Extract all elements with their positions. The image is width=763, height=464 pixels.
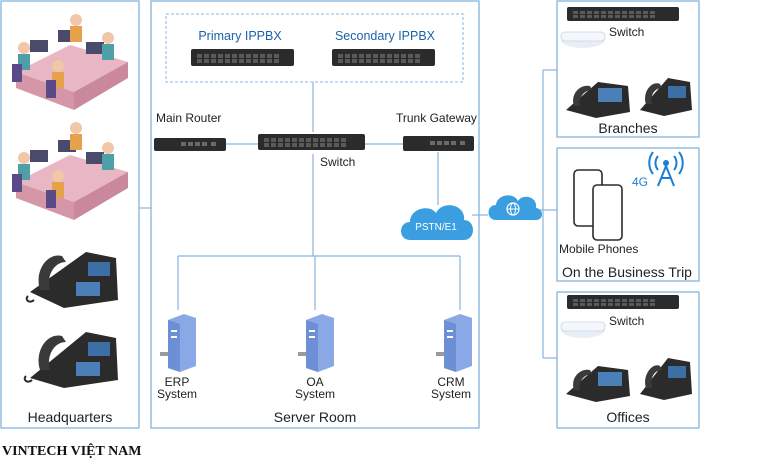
mobile-phones-label: Mobile Phones <box>559 242 638 256</box>
footer-brand: VINTECH VIỆT NAM <box>2 444 142 459</box>
connection-lines <box>139 69 557 359</box>
secondary-ippbx-label: Secondary IPPBX <box>335 29 436 43</box>
primary-ippbx-label: Primary IPPBX <box>198 29 282 43</box>
4g-antenna-icon <box>648 151 684 187</box>
crm-label-line2: System <box>431 387 471 401</box>
secondary-ippbx-device <box>332 49 435 66</box>
desk-phone-icon-hq-bottom <box>23 332 118 388</box>
primary-ippbx-device <box>191 49 294 66</box>
office-switch-device <box>567 295 679 309</box>
mobile-phone-icon-front <box>592 184 623 241</box>
desk-phone-icon-branch-left <box>566 82 630 118</box>
offices-title: Offices <box>606 409 649 425</box>
trunk-gateway-label: Trunk Gateway <box>396 111 477 125</box>
oa-label-line2: System <box>295 387 335 401</box>
offices-panel <box>556 291 700 429</box>
branch-switch-label: Switch <box>609 25 644 39</box>
main-router-device <box>154 138 226 151</box>
branches-panel <box>556 0 700 138</box>
office-router-icon <box>560 321 606 338</box>
business-trip-panel <box>556 147 700 282</box>
office-workers-illustration-bottom <box>12 122 128 220</box>
erp-server-icon <box>160 314 196 372</box>
core-switch-label: Switch <box>320 155 355 169</box>
oa-label-line1: OA <box>306 375 323 389</box>
desk-phone-icon-branch-right <box>640 78 692 116</box>
headquarters-panel <box>0 0 140 429</box>
erp-label-line2: System <box>157 387 197 401</box>
core-switch-device <box>258 134 365 150</box>
trunk-gateway-device <box>403 136 474 151</box>
business-trip-title: On the Business Trip <box>562 264 692 280</box>
server-room-title: Server Room <box>274 409 356 425</box>
internet-cloud-icon <box>488 195 542 220</box>
ippbx-group-box <box>165 13 464 83</box>
pstn-label: PSTN/E1 <box>415 222 457 233</box>
oa-server-icon <box>298 314 334 372</box>
office-workers-illustration-top <box>12 14 128 110</box>
erp-label-line1: ERP <box>165 375 190 389</box>
desk-phone-icon-office-right <box>640 358 692 400</box>
main-router-label: Main Router <box>156 111 221 125</box>
pstn-cloud-icon: PSTN/E1 <box>401 205 473 240</box>
headquarters-title: Headquarters <box>28 409 113 425</box>
crm-server-icon <box>436 314 472 372</box>
desk-phone-icon-office-left <box>566 366 630 402</box>
branches-title: Branches <box>598 120 657 136</box>
branch-switch-device <box>567 7 679 21</box>
branch-router-icon <box>560 31 606 48</box>
desk-phone-icon-hq-top <box>25 252 118 308</box>
office-switch-label: Switch <box>609 314 644 328</box>
crm-label-line1: CRM <box>437 375 464 389</box>
4g-label: 4G <box>632 175 648 189</box>
